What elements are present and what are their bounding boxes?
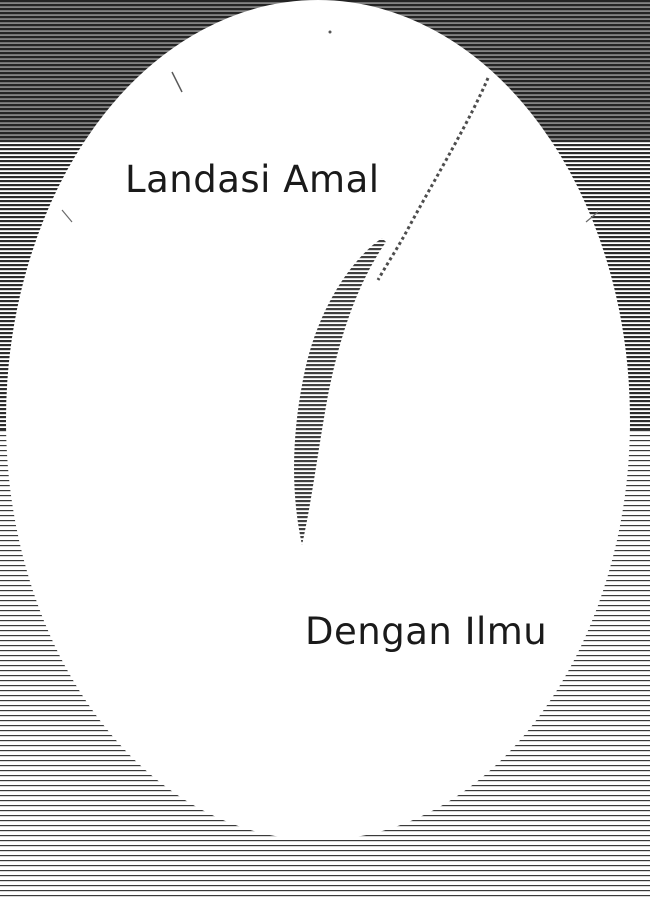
caption-landasi-amal: Landasi Amal: [125, 158, 380, 201]
caption-dengan-ilmu: Dengan Ilmu: [305, 610, 547, 653]
